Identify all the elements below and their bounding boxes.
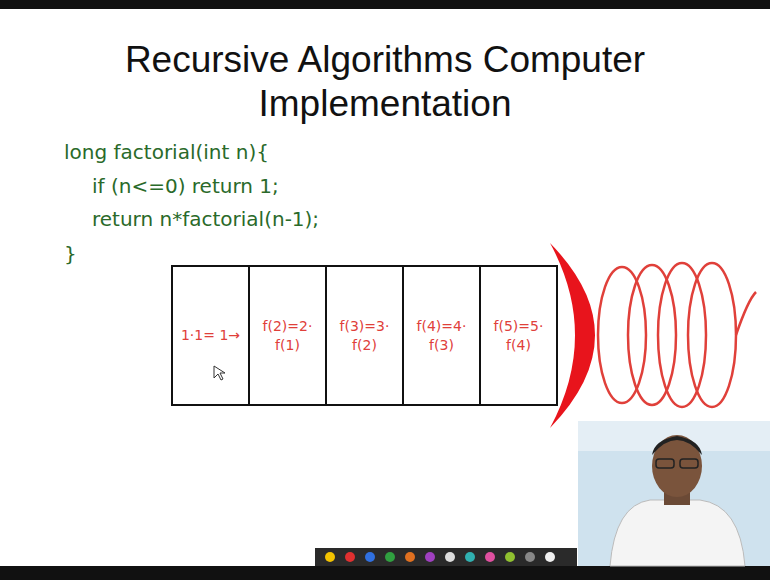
stack-frame: f(4)=4· f(3) bbox=[403, 266, 480, 405]
stack-outline bbox=[172, 266, 557, 405]
spring-coils bbox=[598, 263, 756, 407]
code-line: } bbox=[64, 242, 77, 266]
presenter-video bbox=[578, 421, 770, 566]
stack-frame: f(5)=5· f(4) bbox=[480, 266, 557, 405]
frame-text: f(3)=3· f(2) bbox=[335, 317, 395, 355]
code-line: if (n<=0) return 1; bbox=[92, 174, 279, 198]
stack-frame: f(3)=3· f(2) bbox=[326, 266, 403, 405]
frame-text: f(2)=2· f(1) bbox=[258, 317, 318, 355]
pen-toolbar bbox=[315, 548, 577, 566]
frame-text: f(4)=4· f(3) bbox=[412, 317, 472, 355]
mouse-cursor bbox=[214, 366, 225, 380]
bottom-band bbox=[0, 566, 770, 580]
slide-title: Recursive Algorithms Computer Implementa… bbox=[0, 38, 770, 126]
stack-frame: 1·1= 1→ bbox=[172, 266, 249, 405]
stack-dividers bbox=[249, 266, 480, 405]
stack-frame: f(2)=2· f(1) bbox=[249, 266, 326, 405]
spring-plate bbox=[550, 243, 595, 428]
code-line: long factorial(int n){ bbox=[64, 140, 269, 164]
frame-text: f(5)=5· f(4) bbox=[489, 317, 549, 355]
top-band bbox=[0, 0, 770, 9]
code-line: return n*factorial(n-1); bbox=[92, 207, 319, 231]
frame-text: 1·1= 1→ bbox=[181, 326, 240, 345]
